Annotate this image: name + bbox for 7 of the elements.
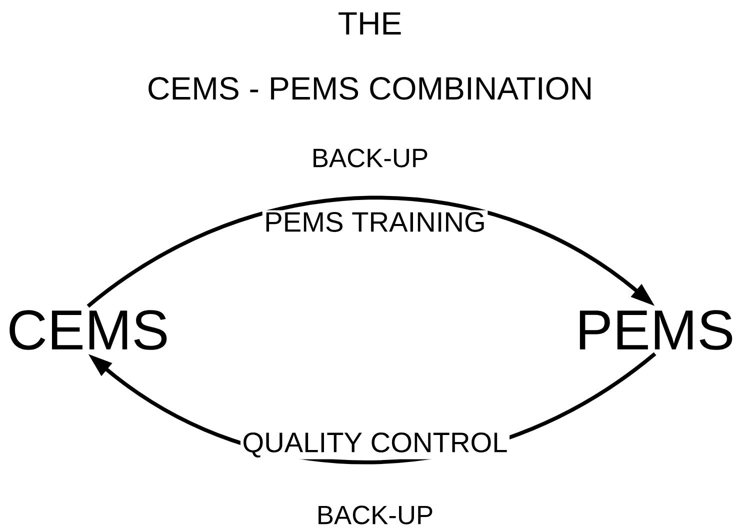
edge-note: BACK-UP: [314, 148, 428, 168]
title: THE CEMS - PEMS COMBINATION: [148, 12, 590, 100]
node-label: CEMS: [10, 310, 167, 350]
edge-label: PEMS TRAINING: [262, 210, 488, 234]
node-label: PEMS: [580, 310, 732, 350]
edge-label: QUALITY CONTROL: [240, 430, 510, 460]
edge-note: BACK-UP: [318, 506, 432, 524]
